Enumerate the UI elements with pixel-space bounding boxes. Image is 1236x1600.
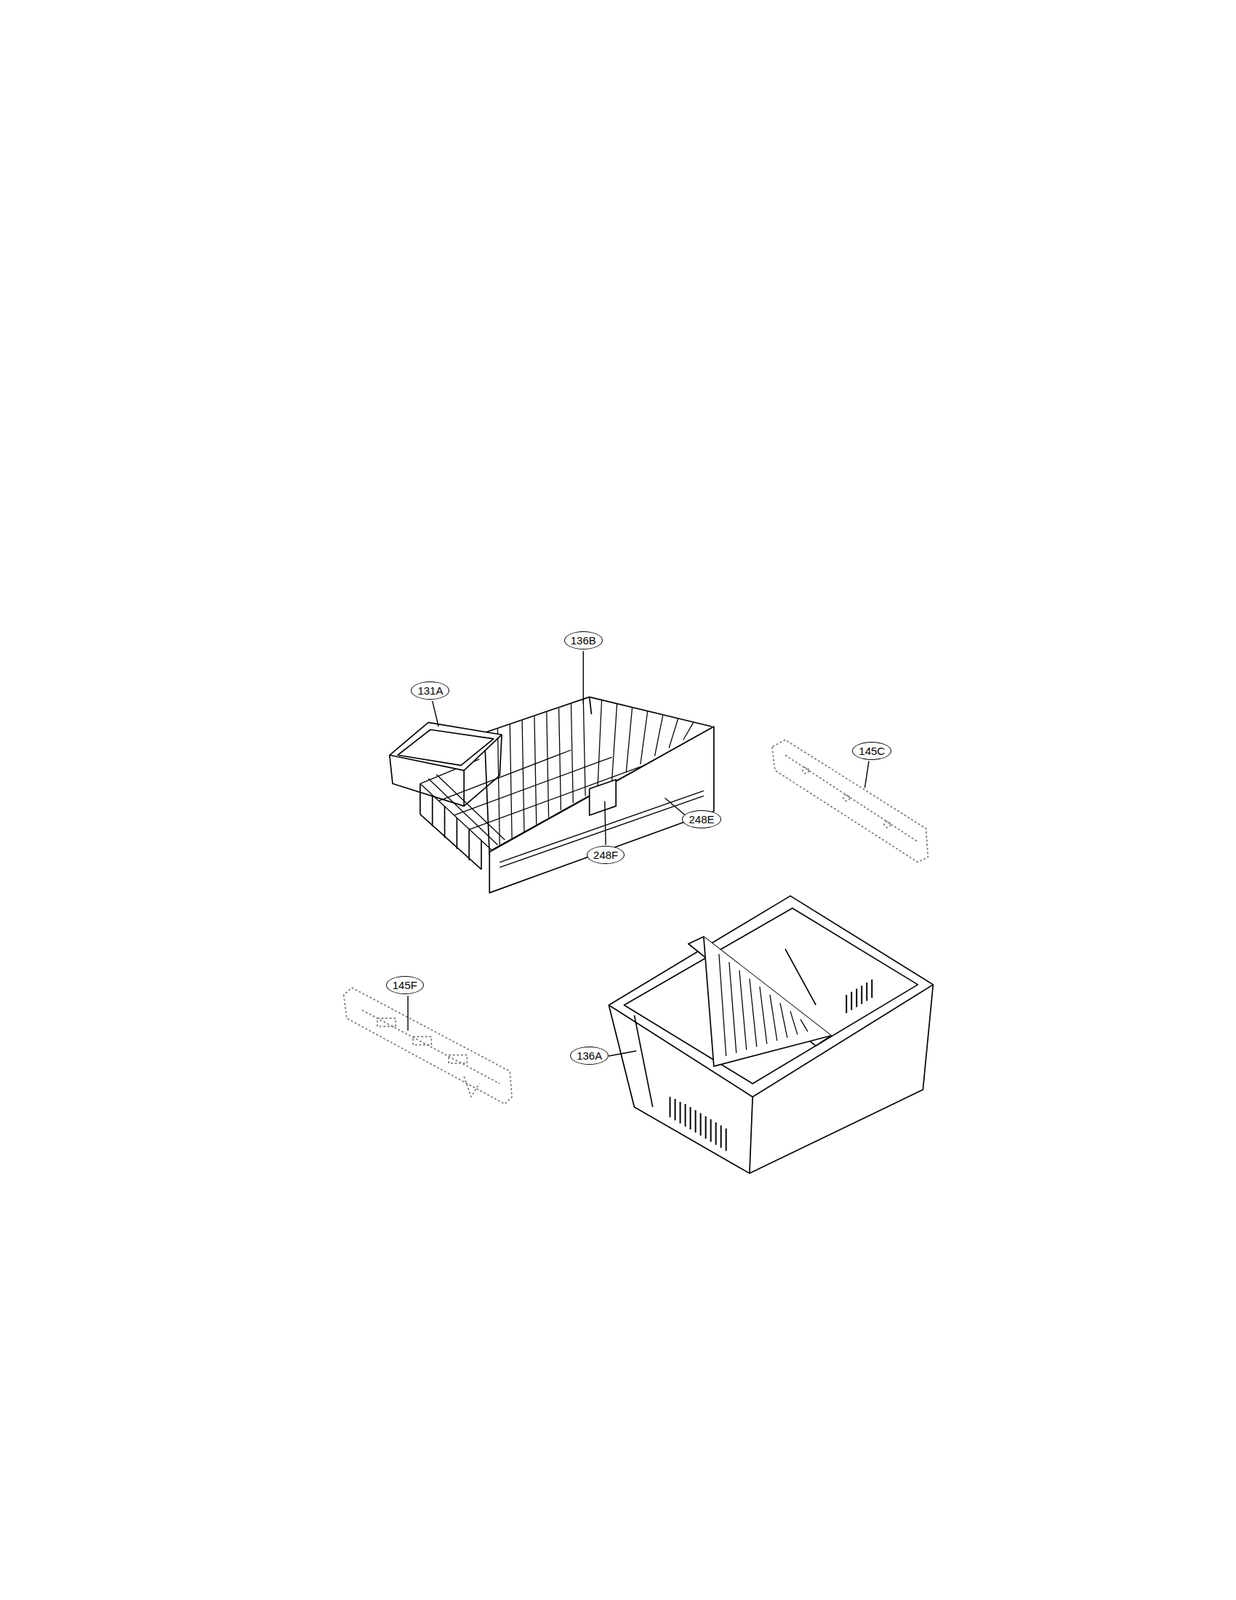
callout-number: 136A <box>576 1049 603 1061</box>
callout-oval: 136B <box>564 631 603 650</box>
callout-oval: 131A <box>410 681 450 700</box>
leader-line <box>407 650 869 1056</box>
rail <box>343 987 512 1104</box>
rail <box>772 739 929 862</box>
small-bin <box>389 721 502 806</box>
callout-number: 248F <box>593 849 618 861</box>
callout-number: 136B <box>570 634 597 646</box>
callout-oval: 248F <box>586 845 625 864</box>
callout-oval: 145F <box>386 975 424 994</box>
callout-oval: 145C <box>852 741 892 760</box>
callout-oval: 136A <box>570 1046 609 1065</box>
large-bin <box>608 895 933 1174</box>
callout-number: 248E <box>688 813 714 825</box>
callout-oval: 248E <box>681 809 721 829</box>
callout-number: 131A <box>417 684 443 696</box>
callout-number: 145C <box>858 745 885 757</box>
callout-number: 145F <box>392 979 418 991</box>
